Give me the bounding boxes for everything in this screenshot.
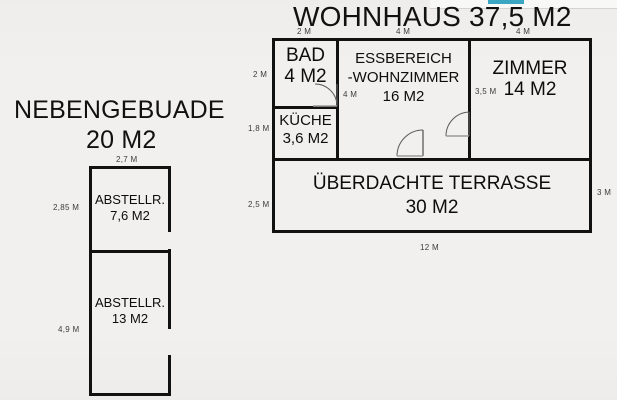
wall-main-left [272, 38, 275, 233]
wall-terrace-divider [272, 158, 592, 161]
wall-annex-left [89, 166, 92, 396]
room-label-kueche: KÜCHE 3,6 M2 [272, 112, 339, 148]
wall-annex-right-seg-2 [168, 249, 171, 329]
door-arc-zimmer [445, 110, 471, 138]
door-arc-bad [311, 82, 339, 108]
room-label-bad: BAD 4 M2 [272, 45, 339, 88]
dim-top-zimmer: 4 M [516, 27, 531, 36]
accent-tab [488, 0, 524, 4]
room-label-zimmer: ZIMMER 14 M2 [471, 58, 589, 101]
wall-annex-divider [89, 250, 171, 253]
dim-left-bad: 2 M [253, 70, 268, 79]
dim-inner-zimmer: 3,5 M [475, 87, 497, 96]
room-label-abstell-1: ABSTELLR. 7,6 M2 [85, 192, 175, 223]
wall-main-top [272, 38, 592, 41]
top-strip-divider [430, 8, 617, 9]
page-title-main-building: WOHNHAUS 37,5 M2 [293, 1, 572, 32]
room-name-essbereich-2: -WOHNZIMMER [347, 68, 460, 86]
room-area-zimmer: 14 M2 [503, 78, 557, 100]
wall-annex-right-seg-1 [168, 166, 171, 232]
page-title-annex-area: 20 M2 [86, 126, 157, 154]
room-name-bad: BAD [285, 45, 326, 66]
wall-annex-right-seg-3 [168, 355, 171, 396]
wall-main-right [589, 38, 592, 233]
dim-top-bad: 2 M [297, 27, 312, 36]
dim-right-terrasse: 3 M [597, 188, 612, 197]
room-name-abstell-1: ABSTELLR. [94, 192, 166, 207]
room-area-essbereich: 16 M2 [382, 87, 425, 105]
top-strip [430, 0, 617, 9]
room-name-essbereich: ESSBEREICH [355, 50, 452, 67]
door-arc-essbereich [395, 126, 425, 158]
room-area-kueche: 3,6 M2 [282, 130, 329, 147]
room-area-terrasse: 30 M2 [405, 196, 459, 218]
room-label-essbereich: ESSBEREICH -WOHNZIMMER 16 M2 [339, 50, 468, 106]
wall-bad-kueche [272, 106, 339, 109]
room-name-kueche: KÜCHE [279, 112, 332, 129]
room-area-abstell-1: 7,6 M2 [110, 207, 150, 223]
room-label-terrasse: ÜBERDACHTE TERRASSE 30 M2 [275, 172, 589, 220]
dim-left-terrasse: 2,5 M [248, 200, 270, 209]
dim-annex-left-upper: 2,85 M [53, 203, 80, 212]
room-name-zimmer: ZIMMER [492, 58, 568, 79]
dim-inner-essbereich: 4 M [343, 90, 358, 99]
dim-annex-top-width: 2,7 M [116, 155, 138, 164]
room-name-abstell-2: ABSTELLR. [94, 295, 166, 310]
dim-left-kueche: 1,8 M [248, 124, 270, 133]
wall-main-bottom [272, 230, 592, 233]
room-name-terrasse: ÜBERDACHTE TERRASSE [312, 173, 552, 194]
page-title-annex: NEBENGEBUADE [14, 96, 225, 124]
dim-bottom-total: 12 M [420, 243, 439, 252]
dim-top-essbereich: 4 M [396, 27, 411, 36]
dim-annex-left-lower: 4,9 M [58, 325, 80, 334]
room-area-abstell-2: 13 M2 [111, 310, 149, 326]
wall-essbereich-zimmer [468, 38, 471, 161]
wall-annex-bottom [89, 393, 171, 396]
room-label-abstell-2: ABSTELLR. 13 M2 [85, 295, 175, 326]
room-area-bad: 4 M2 [284, 65, 327, 87]
wall-annex-top [89, 166, 171, 169]
